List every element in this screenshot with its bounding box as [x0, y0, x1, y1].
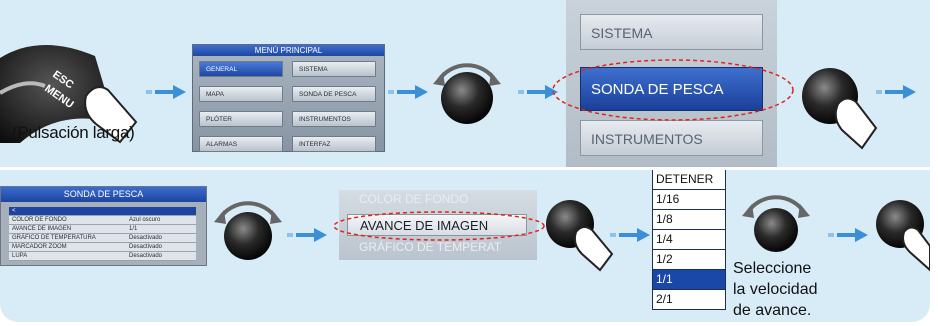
- avance-item-avance-de-imagen[interactable]: AVANCE DE IMAGEN: [347, 214, 527, 236]
- caption-line-3: de avance.: [733, 302, 812, 319]
- menu-item-sonda-de-pesca[interactable]: SONDA DE PESCA: [292, 86, 376, 102]
- arrow-right-icon: [287, 227, 327, 243]
- rotary-knob-icon[interactable]: [734, 186, 818, 262]
- main-menu-title: MENÚ PRINCIPAL: [193, 45, 384, 56]
- select-speed-caption: Seleccione la velocidad de avance.: [733, 258, 853, 321]
- menu-item-interfaz[interactable]: INTERFAZ: [292, 136, 376, 152]
- menu-item-mapa[interactable]: MAPA: [199, 86, 283, 102]
- arrow-right-icon: [610, 227, 650, 243]
- zoom-item-sistema[interactable]: SISTEMA: [580, 14, 763, 50]
- instruction-diagram: ESC MENU (Pulsación larga) MENÚ PRINCIPA…: [0, 0, 930, 322]
- finger-icon: [84, 86, 138, 144]
- caption-line-2: la velocidad: [733, 281, 818, 298]
- zoom-item-instrumentos[interactable]: INSTRUMENTOS: [580, 120, 763, 156]
- highlight-ellipse: [549, 56, 797, 124]
- arrow-right-icon: [828, 227, 868, 243]
- esc-menu-key[interactable]: ESC MENU: [0, 38, 140, 150]
- highlight-ellipse: [330, 209, 548, 243]
- zoom-item-sonda-de-pesca[interactable]: SONDA DE PESCA: [580, 67, 763, 111]
- knob-press-icon[interactable]: [798, 64, 878, 150]
- speed-option-1-8[interactable]: 1/8: [653, 210, 725, 230]
- avance-zoom-panel: COLOR DE FONDO AVANCE DE IMAGEN GRÁFICO …: [339, 190, 537, 260]
- sonda-menu-title: SONDA DE PESCA: [1, 187, 206, 202]
- row-divider: [0, 167, 938, 170]
- speed-option-1-4[interactable]: 1/4: [653, 230, 725, 250]
- arrow-right-icon: [876, 84, 916, 100]
- avance-item-grafico-temperat[interactable]: GRÁFICO DE TEMPERAT: [359, 240, 502, 254]
- rotary-knob-icon[interactable]: [206, 190, 290, 270]
- menu-item-ploter[interactable]: PLÓTER: [199, 111, 283, 127]
- menu-item-sistema[interactable]: SISTEMA: [292, 61, 376, 77]
- back-row[interactable]: <: [9, 207, 196, 216]
- caption-line-1: Seleccione: [733, 260, 812, 277]
- knob-press-icon[interactable]: [872, 196, 930, 272]
- arrow-right-icon: [146, 84, 186, 100]
- menu-item-instrumentos[interactable]: INSTRUMENTOS: [292, 111, 376, 127]
- speed-option-detener[interactable]: DETENER: [653, 170, 725, 190]
- rotary-knob-icon[interactable]: [425, 50, 509, 134]
- arrow-right-icon: [518, 84, 558, 100]
- menu-item-general[interactable]: GENERAL: [199, 61, 283, 77]
- knob-press-icon[interactable]: [542, 196, 614, 272]
- speed-options-list: DETENER 1/16 1/8 1/4 1/2 1/1 2/1: [652, 169, 726, 310]
- speed-option-2-1[interactable]: 2/1: [656, 292, 673, 306]
- arrow-right-icon: [388, 84, 428, 100]
- avance-item-color-de-fondo[interactable]: COLOR DE FONDO: [359, 192, 469, 206]
- menu-item-alarmas[interactable]: ALARMAS: [199, 136, 283, 152]
- speed-option-1-16[interactable]: 1/16: [653, 190, 725, 210]
- main-menu-grid: GENERAL SISTEMA MAPA SONDA DE PESCA PLÓT…: [199, 61, 376, 152]
- main-menu-window: MENÚ PRINCIPAL GENERAL SISTEMA MAPA SOND…: [192, 44, 385, 152]
- long-press-label: (Pulsación larga): [12, 123, 135, 142]
- speed-option-1-1[interactable]: 1/1: [653, 270, 725, 290]
- speed-option-1-2[interactable]: 1/2: [653, 250, 725, 270]
- zoom-menu-panel: SISTEMA SONDA DE PESCA INSTRUMENTOS: [566, 0, 777, 168]
